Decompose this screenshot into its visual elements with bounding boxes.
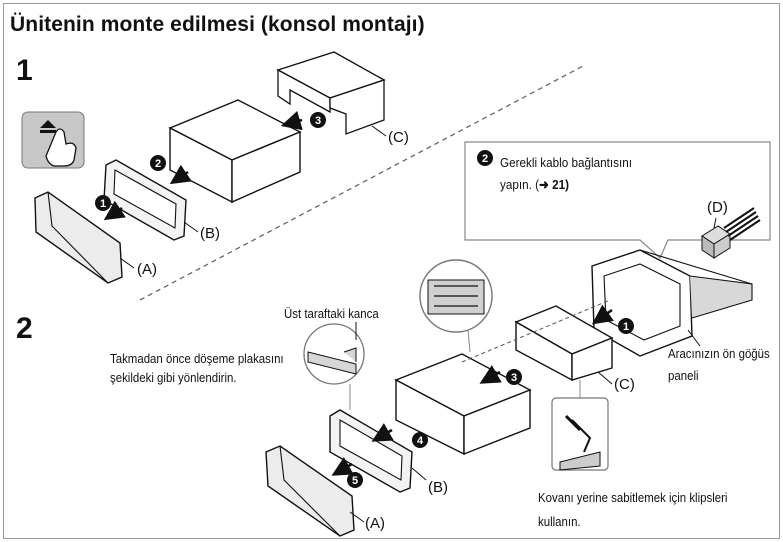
section-divider <box>139 64 586 301</box>
hook-note: Üst taraftaki kanca <box>284 306 379 321</box>
label-b-step1: (B) <box>200 225 220 242</box>
magnifier-detail-icon <box>419 259 493 353</box>
callout-line2: yapın. (➜ 21) <box>500 177 570 192</box>
svg-text:4: 4 <box>417 435 424 447</box>
label-c-step1: (C) <box>388 129 409 146</box>
front-panel-a-step2 <box>265 445 355 537</box>
clip-note-line1: Kovanı yerine sabitlemek için klipsleri <box>538 490 728 505</box>
wiring-callout-box <box>464 141 771 259</box>
step-number-2: 2 <box>16 312 33 345</box>
mounting-sleeve-c-step1 <box>276 51 386 135</box>
page-title: Ünitenin monte edilmesi (konsol montajı) <box>10 13 425 36</box>
dashboard-panel <box>591 249 753 357</box>
orientation-note-line2: şekildeki gibi yönlendirin. <box>110 370 237 385</box>
dashboard-note-line2: paneli <box>668 368 699 383</box>
unit-body-step1 <box>168 99 302 204</box>
trim-plate-b-step2 <box>329 409 413 493</box>
dashboard-note-line1: Aracınızın ön göğüs <box>668 346 770 361</box>
step-marker-3-step1: 3 <box>310 112 326 128</box>
svg-text:5: 5 <box>352 475 358 487</box>
reference-arrow: ➜ <box>539 177 549 192</box>
mounting-sleeve-c-step2 <box>514 305 614 382</box>
callout-badge: 2 <box>477 150 493 166</box>
callout-line1: Gerekli kablo bağlantısını <box>500 155 633 170</box>
step-marker-4-step2: 4 <box>412 432 428 448</box>
pointing-hand-icon <box>45 128 77 167</box>
svg-text:2: 2 <box>482 153 488 165</box>
step-marker-1-step1: 1 <box>95 195 111 211</box>
svg-text:2: 2 <box>155 158 161 170</box>
label-a-step2: (A) <box>365 515 385 532</box>
label-a-step1: (A) <box>137 261 157 278</box>
svg-text:1: 1 <box>100 198 106 210</box>
label-b-step2: (B) <box>428 479 448 496</box>
step-marker-5-step2: 5 <box>347 472 363 488</box>
label-c-step2: (C) <box>614 376 635 393</box>
step-number-1: 1 <box>16 54 33 87</box>
svg-text:3: 3 <box>315 115 321 127</box>
orientation-magnifier <box>303 322 365 385</box>
step-marker-1-step2: 1 <box>618 318 634 334</box>
unit-body-step2 <box>394 353 532 456</box>
clip-detail-icon <box>551 397 609 471</box>
clip-note-line2: kullanın. <box>538 514 581 529</box>
callout-text: Gerekli kablo bağlantısını yapın. (➜ 21) <box>500 152 632 196</box>
svg-text:1: 1 <box>623 321 629 333</box>
wiring-connector-icon <box>701 207 761 259</box>
page-reference: 21) <box>548 177 570 192</box>
label-d: (D) <box>707 199 728 216</box>
page-frame <box>3 3 780 539</box>
front-panel-a-step1 <box>34 191 123 284</box>
svg-text:3: 3 <box>511 372 517 384</box>
step-marker-3-step2: 3 <box>506 369 522 385</box>
orientation-note-line1: Takmadan önce döşeme plakasını <box>110 351 284 366</box>
step-marker-2-step1: 2 <box>150 155 166 171</box>
